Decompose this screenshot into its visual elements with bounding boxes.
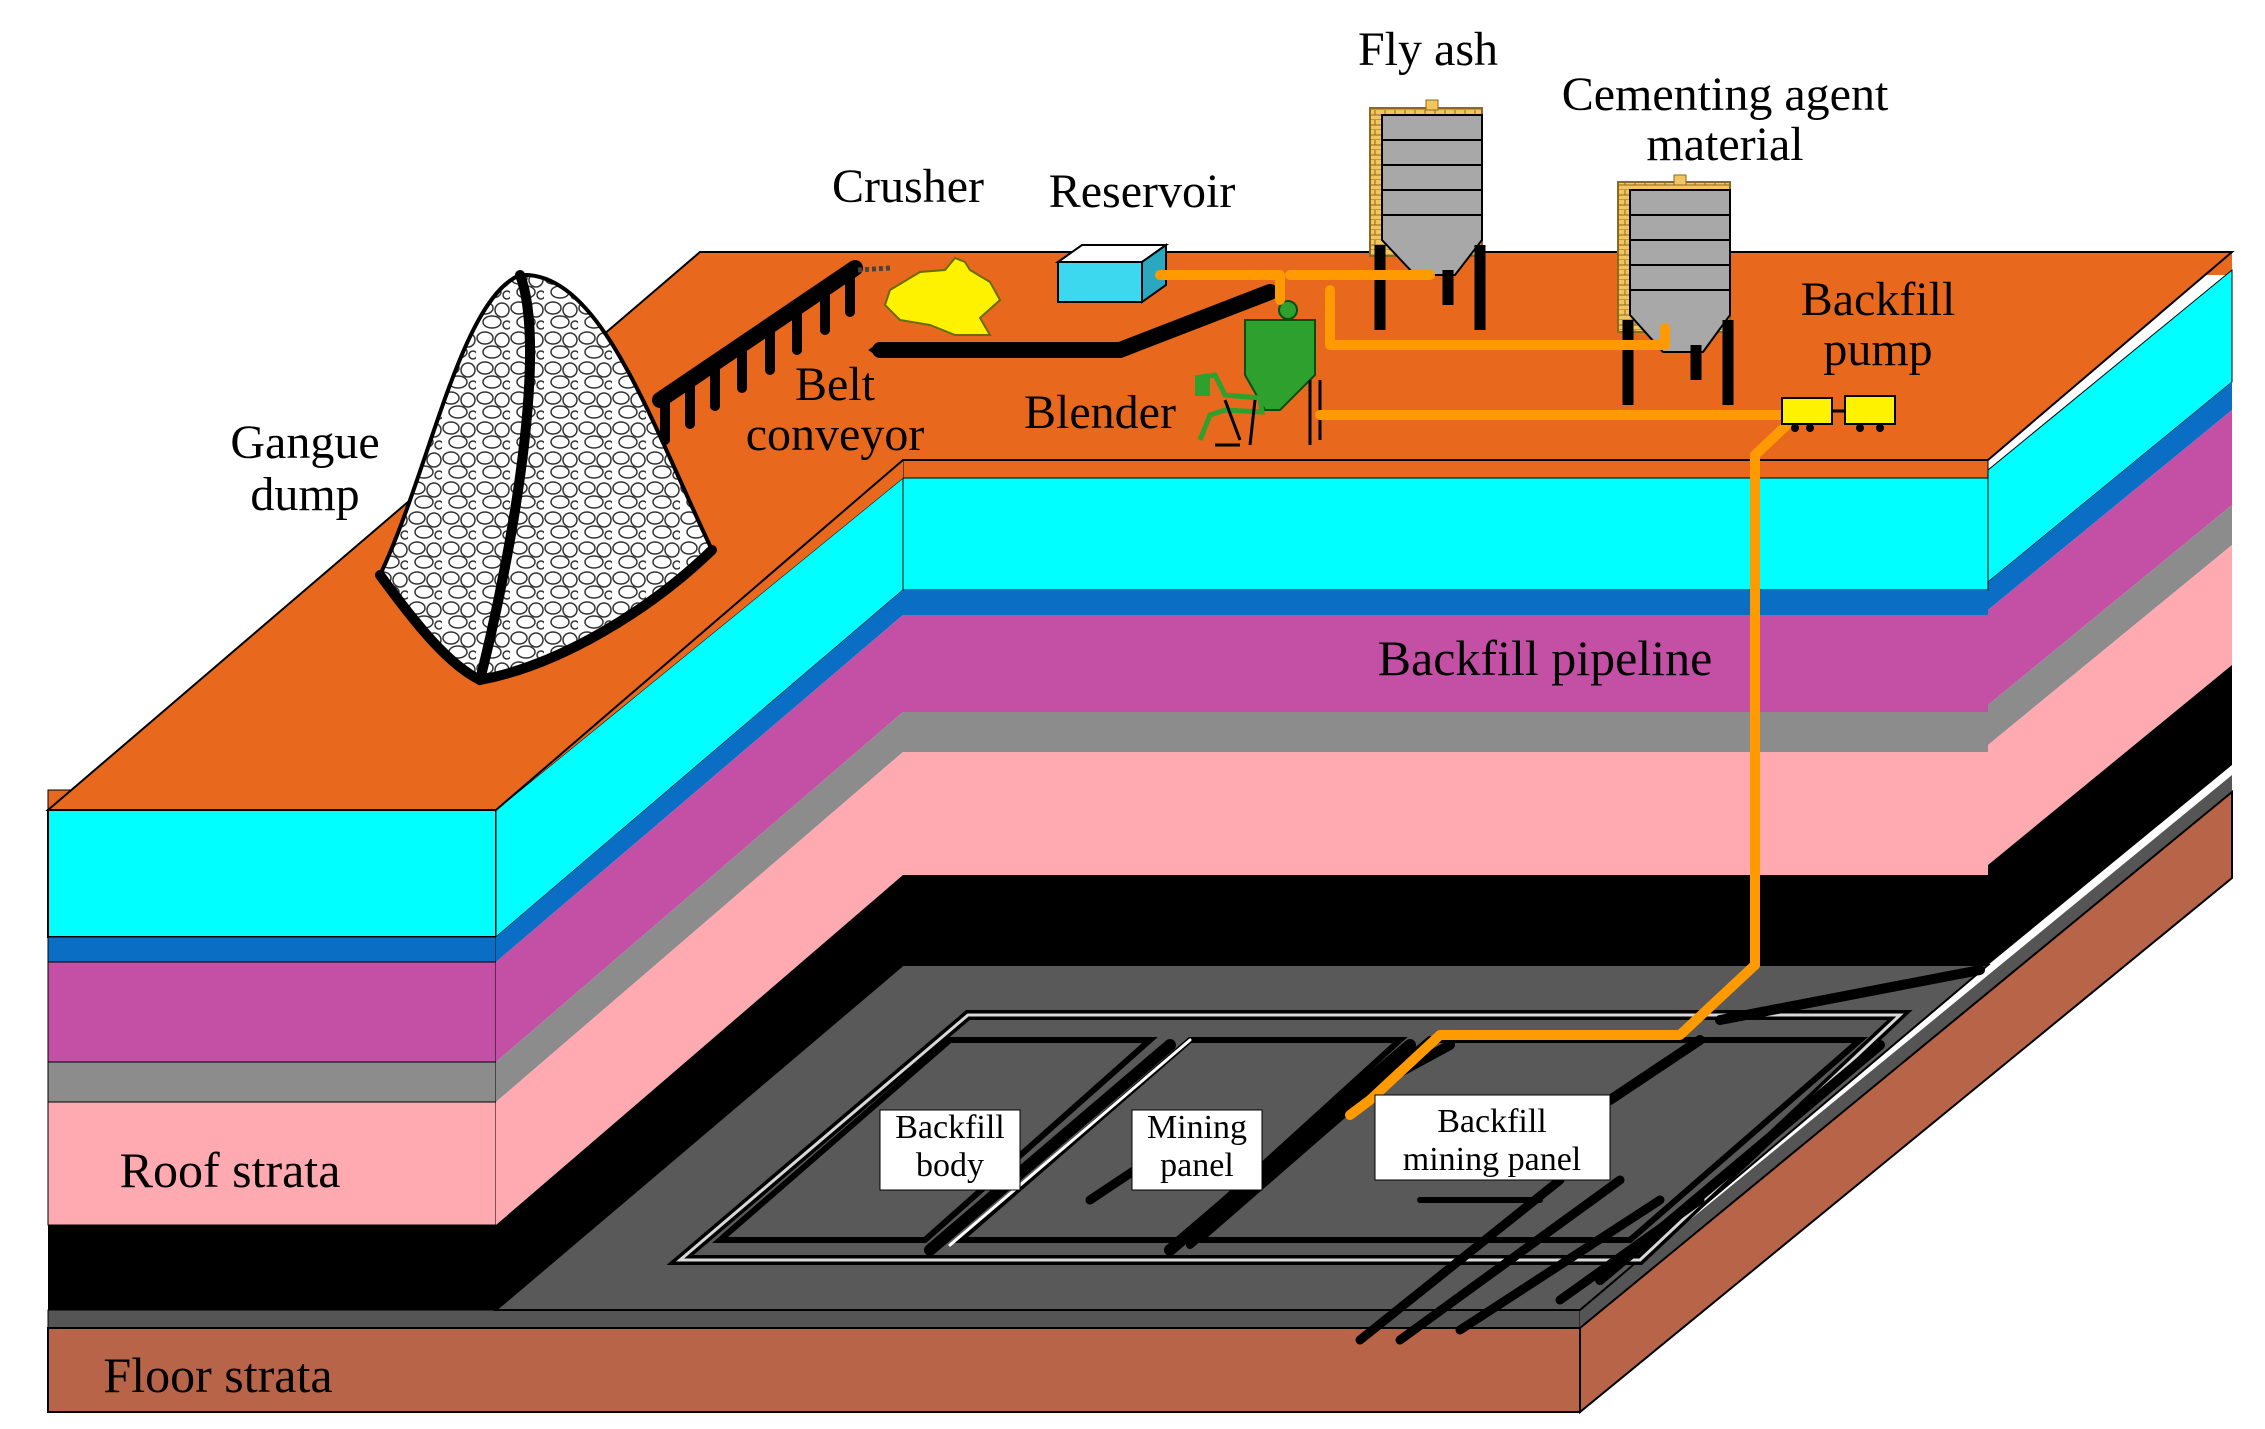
cementing-agent-label-line1: Cementing agent (1562, 68, 1889, 121)
mining-panel-label-line1: Mining (1147, 1109, 1247, 1146)
gangue-dump-label-line1: Gangue (230, 416, 379, 469)
label-box-backfill-body: Backfill body (879, 1109, 1021, 1191)
backfill-mining-panel-label-line1: Backfill (1437, 1103, 1547, 1140)
backfill-pump-label-line1: Backfill (1801, 273, 1956, 326)
backfill-body-label-line1: Backfill (895, 1109, 1005, 1146)
fly-ash-silo (1369, 99, 1486, 330)
reservoir-label: Reservoir (1049, 165, 1236, 218)
front-face-diagonal (495, 460, 904, 1310)
gangue-dump (375, 270, 717, 686)
backfill-body-label-line2: body (916, 1147, 984, 1184)
belt-conveyor-label-line2: conveyor (746, 408, 925, 461)
side-face-right (1579, 252, 2233, 1415)
backfill-pump-label-line2: pump (1823, 323, 1932, 376)
label-box-mining-panel: Mining panel (1131, 1109, 1263, 1191)
floor-strata-label: Floor strata (103, 1347, 332, 1403)
belt-conveyor (652, 260, 1278, 445)
cementing-agent-label-line2: material (1646, 118, 1803, 171)
backfill-pump (1781, 395, 1896, 432)
mining-panel-label-line2: panel (1160, 1147, 1234, 1184)
backfill-mining-panel-label-line2: mining panel (1403, 1141, 1581, 1178)
backfill-pipeline-label: Backfill pipeline (1378, 630, 1713, 686)
cementing-agent-silo (1617, 174, 1734, 405)
gangue-dump-label-line2: dump (250, 468, 359, 521)
roof-strata-label: Roof strata (120, 1142, 341, 1198)
front-face-left (47, 789, 1581, 1413)
crusher-label: Crusher (832, 160, 984, 213)
blender-machine (1194, 300, 1322, 447)
fly-ash-label: Fly ash (1358, 23, 1498, 76)
blender-label: Blender (1024, 386, 1176, 439)
reservoir-tank (1054, 243, 1170, 304)
backfill-pipeline (1155, 270, 1795, 1120)
crusher-machine (857, 256, 1002, 336)
front-face-middle (902, 459, 1989, 965)
belt-conveyor-label-line1: Belt (795, 358, 876, 411)
label-box-backfill-mining-panel: Backfill mining panel (1374, 1094, 1611, 1181)
roadway-network (666, 965, 1985, 1345)
